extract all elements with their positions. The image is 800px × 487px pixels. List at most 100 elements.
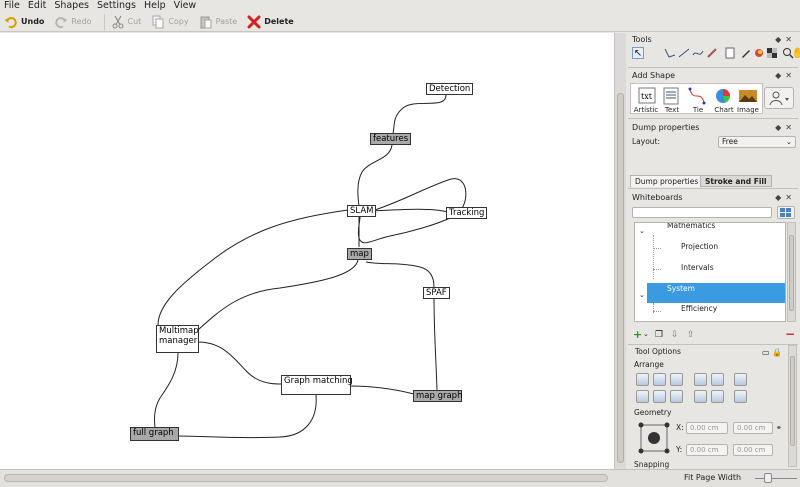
whiteboard-tree[interactable]: Mathematics ⌄ Projection Intervals Syste…	[634, 222, 786, 322]
menu-edit[interactable]: Edit	[27, 0, 47, 11]
connector-tracking-map	[357, 216, 451, 244]
remove-icon[interactable]: −	[785, 327, 796, 341]
chevron-down-icon[interactable]: ⌄	[643, 330, 649, 338]
tree-item-efficiency[interactable]: Efficiency	[681, 304, 718, 313]
text-shape[interactable]	[659, 85, 683, 107]
tab-stroke-and-fill[interactable]: Stroke and Fill	[700, 175, 772, 187]
redo-button[interactable]: Redo	[52, 13, 95, 31]
chart-label: Chart	[714, 106, 734, 114]
zoom-tool-icon[interactable]	[782, 47, 794, 59]
tree-item-system[interactable]: System	[667, 284, 695, 293]
zoom-mode-label[interactable]: Fit Page Width	[684, 473, 742, 482]
docker-scroll-thumb[interactable]	[790, 356, 795, 446]
width-input[interactable]: 0.00 cm	[733, 422, 773, 434]
menu-settings[interactable]: Settings	[97, 0, 136, 11]
x-position-input[interactable]: 0.00 cm	[686, 422, 728, 434]
tree-scroll-thumb[interactable]	[789, 235, 794, 311]
color-picker-icon[interactable]	[753, 47, 765, 59]
add-icon[interactable]: +	[633, 328, 643, 341]
send-backward-button[interactable]	[711, 373, 724, 386]
node-full-graph[interactable]: full graph	[130, 427, 179, 441]
node-map[interactable]: map	[347, 248, 372, 260]
docker-scrollbar[interactable]	[788, 345, 797, 467]
pan-tool-icon[interactable]: ✋	[791, 47, 800, 59]
tree-item-intervals[interactable]: Intervals	[681, 263, 714, 272]
tool-options-dock-controls[interactable]: ▭ 🔒	[762, 348, 783, 357]
chart-shape[interactable]	[711, 85, 735, 107]
menu-file[interactable]: File	[4, 0, 20, 11]
tree-scrollbar[interactable]	[787, 222, 796, 322]
horizontal-scroll-thumb[interactable]	[4, 474, 608, 482]
node-spaf[interactable]: SPAF	[423, 287, 450, 299]
move-up-icon[interactable]: ⇧	[687, 330, 695, 340]
send-to-back-button[interactable]	[711, 390, 724, 403]
canvas-vertical-scrollbar[interactable]	[614, 33, 626, 469]
calligraphy-tool-icon[interactable]	[706, 47, 718, 59]
zoom-slider-handle[interactable]	[764, 473, 772, 483]
artistic-text-shape[interactable]: txt	[635, 85, 659, 107]
pen-tool-icon[interactable]	[740, 47, 752, 59]
align-left-button[interactable]	[636, 373, 649, 386]
tree-item-projection[interactable]: Projection	[681, 242, 719, 251]
x-label: X:	[676, 423, 684, 432]
cut-button[interactable]: Cut	[109, 13, 146, 31]
path-tool-icon[interactable]	[664, 47, 676, 59]
ungroup-button[interactable]	[734, 390, 747, 403]
node-multimap-manager[interactable]: Multimap manager	[156, 325, 199, 353]
align-bottom-button[interactable]	[670, 390, 683, 403]
svg-text:txt: txt	[641, 92, 653, 101]
shape-collection-button[interactable]	[764, 87, 794, 109]
align-right-button[interactable]	[670, 373, 683, 386]
whiteboards-dock-controls[interactable]: ◆✕	[775, 193, 796, 202]
height-input[interactable]: 0.00 cm	[733, 444, 773, 456]
paste-button[interactable]: Paste	[197, 13, 242, 31]
bring-forward-button[interactable]	[694, 373, 707, 386]
bring-to-front-button[interactable]	[694, 390, 707, 403]
node-map-graph[interactable]: map graph	[413, 390, 462, 402]
move-down-icon[interactable]: ⇩	[671, 330, 679, 340]
undo-button[interactable]: Undo	[2, 13, 48, 31]
align-vcenter-button[interactable]	[653, 390, 666, 403]
collapse-arrow-icon[interactable]: ⌄	[639, 291, 645, 299]
drawing-canvas[interactable]: Detection features SLAM Tracking map SPA…	[0, 33, 614, 469]
anchor-point-selector[interactable]	[636, 420, 672, 456]
group-button[interactable]	[734, 373, 747, 386]
tools-dock-controls[interactable]: ◆✕	[775, 35, 796, 44]
collapse-arrow-icon[interactable]: ⌄	[639, 227, 645, 235]
whiteboard-view-button[interactable]	[777, 206, 795, 219]
align-top-button[interactable]	[636, 390, 649, 403]
canvas-horizontal-scrollbar[interactable]	[0, 469, 626, 487]
align-hcenter-button[interactable]	[653, 373, 666, 386]
menu-view[interactable]: View	[173, 0, 197, 11]
arrange-label: Arrange	[634, 360, 664, 369]
layout-select[interactable]: Free ⌄	[718, 136, 796, 148]
node-slam[interactable]: SLAM	[347, 205, 377, 217]
tie-shape[interactable]	[685, 85, 709, 107]
y-position-input[interactable]: 0.00 cm	[686, 444, 728, 456]
node-tracking[interactable]: Tracking	[446, 207, 488, 219]
tree-item-mathematics[interactable]: Mathematics	[667, 222, 716, 230]
node-features[interactable]: features	[370, 133, 412, 145]
page-tool-icon[interactable]	[724, 47, 736, 59]
tool-options-title: Tool Options	[635, 347, 681, 356]
tab-dump-properties[interactable]: Dump properties	[630, 175, 704, 187]
delete-button[interactable]: Delete	[245, 13, 297, 31]
pattern-tool-icon[interactable]	[766, 47, 778, 59]
node-detection[interactable]: Detection	[426, 83, 474, 95]
vertical-scroll-thumb[interactable]	[617, 93, 624, 463]
freehand-tool-icon[interactable]	[692, 47, 704, 59]
connector-tool-icon[interactable]	[678, 47, 690, 59]
add-shape-dock-controls[interactable]: ◆✕	[775, 71, 796, 80]
pointer-tool-icon[interactable]: ↖	[632, 47, 644, 59]
zoom-slider-track[interactable]	[755, 478, 797, 479]
copy-button[interactable]: Copy	[149, 13, 192, 31]
whiteboard-search-input[interactable]	[632, 207, 772, 218]
tree-guide	[653, 248, 661, 249]
duplicate-icon[interactable]: ❐	[655, 330, 664, 340]
node-graph-matching[interactable]: Graph matching	[281, 375, 353, 395]
dump-properties-dock-controls[interactable]: ◆✕	[775, 123, 796, 132]
image-shape[interactable]	[736, 85, 760, 107]
chain-link-icon[interactable]: ⚭	[776, 424, 782, 432]
menu-help[interactable]: Help	[143, 0, 166, 11]
menu-shapes[interactable]: Shapes	[54, 0, 90, 11]
